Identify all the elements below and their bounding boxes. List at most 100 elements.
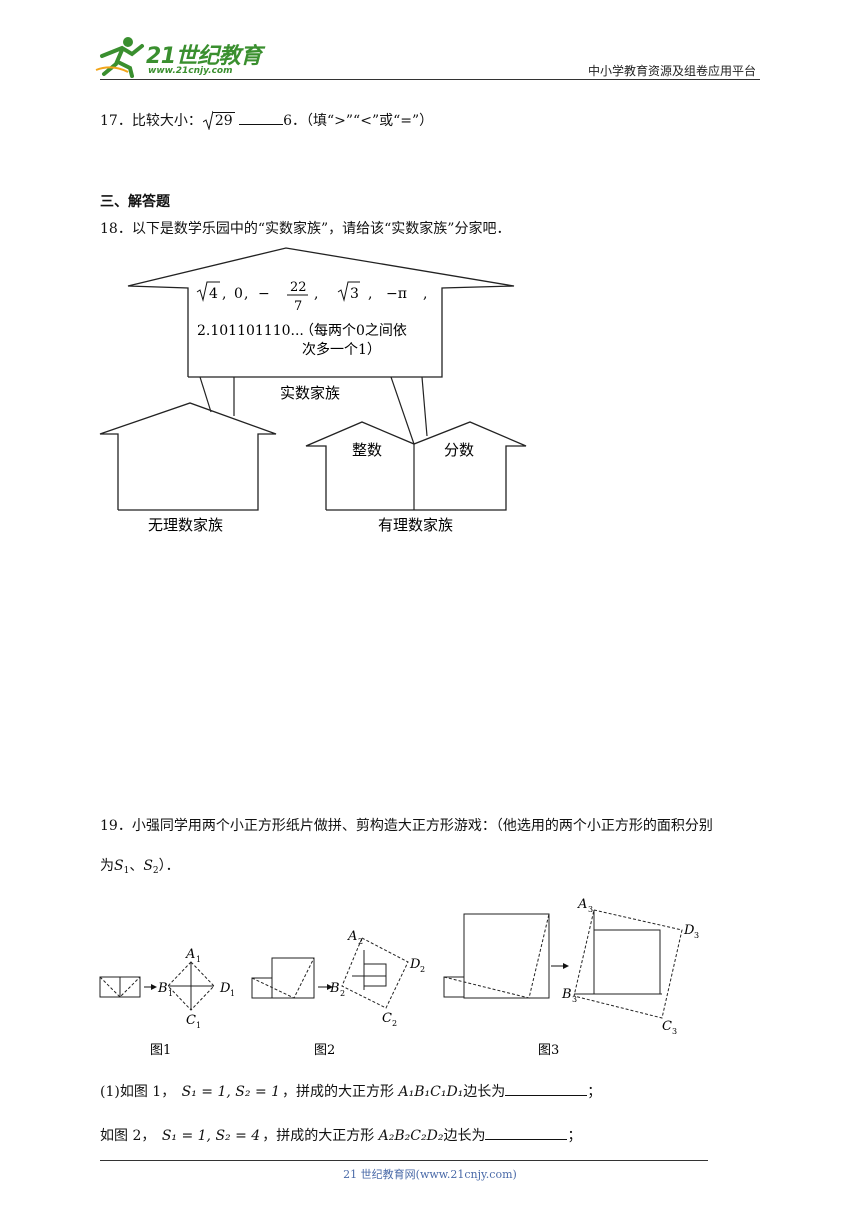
s2-symbol: S — [143, 858, 153, 874]
fig3-large-square — [463, 913, 550, 999]
fig2-large-square — [271, 957, 315, 999]
part1-label: (1)如图 1， — [100, 1084, 176, 1100]
radical-sign-icon — [202, 110, 213, 130]
frac-denominator: 7 — [294, 299, 302, 314]
connector-right-2 — [421, 376, 428, 437]
fig2-inner-square — [363, 963, 387, 987]
q19-part1: (1)如图 1， S₁ = 1, S₂ = 1，拼成的大正方形 A₁B₁C₁D₁… — [100, 1083, 601, 1101]
part2-semicolon: ； — [567, 1128, 582, 1144]
frac-numerator: 22 — [290, 280, 307, 295]
fig3-label-D-sub: 3 — [694, 931, 699, 940]
fig3-label-C-sub: 3 — [672, 1027, 677, 1036]
part2-square-name: A₂B₂C₂D₂ — [378, 1128, 444, 1144]
numbers-line2: 2.101101110... — [197, 323, 304, 339]
part2-answer-blank[interactable] — [485, 1127, 568, 1140]
sqrt-29: 29 — [202, 110, 235, 130]
part1-semicolon: ； — [587, 1084, 602, 1100]
fig1-caption: 图1 — [150, 1043, 171, 1058]
fig1-label-C: C — [186, 1013, 196, 1028]
footer-rule — [100, 1160, 708, 1161]
question-18: 18．以下是数学乐园中的“实数家族”，请给该“实数家族”分家吧． — [100, 220, 510, 238]
fig2-label-A: A — [347, 929, 357, 944]
part1-text: ，拼成的大正方形 — [282, 1084, 395, 1100]
diagram-numbers-line1: 4 , 0 , − 22 7 , 3 , −π , — [196, 280, 427, 314]
part2-text: ，拼成的大正方形 — [262, 1128, 375, 1144]
question-19-line2: 为S1、S2）． — [100, 857, 180, 880]
neg-sign: − — [258, 286, 270, 302]
fig1-label-A-sub: 1 — [196, 955, 201, 964]
comma-2: , — [244, 286, 248, 302]
logo-url: www.21cnjy.com — [148, 66, 233, 76]
rational-label: 有理数家族 — [378, 516, 453, 534]
comma-1: , — [222, 286, 226, 302]
fig3-big-square — [573, 909, 683, 1019]
sqrt3-radicand: 3 — [350, 286, 359, 302]
fig3-small-square — [443, 976, 465, 998]
neg-pi: −π — [386, 286, 407, 302]
fig3-label-B: B — [561, 987, 572, 1002]
sqrt3-radical-icon — [337, 281, 360, 302]
fig2-cut-lines — [251, 957, 315, 999]
fig1-square-left — [99, 976, 121, 998]
q19-sep: 、 — [129, 858, 144, 874]
fig2-caption: 图2 — [314, 1043, 335, 1058]
part1-answer-blank[interactable] — [505, 1083, 588, 1096]
question-19-line1: 19．小强同学用两个小正方形纸片做拼、剪构造大正方形游戏：（他选用的两个小正方形… — [100, 817, 713, 835]
part1-condition: S₁ = 1, S₂ = 1 — [181, 1084, 281, 1100]
irrational-label: 无理数家族 — [148, 516, 223, 534]
sqrt4-radical-icon — [196, 281, 220, 302]
fig1-cut-lines — [99, 976, 141, 998]
fig1-label-B: B — [157, 981, 168, 996]
q18-text: 以下是数学乐园中的“实数家族”，请给该“实数家族”分家吧． — [131, 221, 511, 237]
fig3-label-D: D — [683, 923, 695, 938]
part1-square-name: A₁B₁C₁D₁ — [398, 1084, 464, 1100]
comma-5: , — [423, 286, 427, 302]
fig3-label-B-sub: 3 — [572, 995, 577, 1004]
fig3-label-A-sub: 3 — [588, 905, 593, 914]
integer-label: 整数 — [352, 441, 382, 459]
family-label: 实数家族 — [280, 384, 340, 402]
comma-4: , — [368, 286, 372, 302]
figure-2: A 2 B 2 C 2 D 2 图2 — [251, 929, 425, 1058]
fig2-label-A-sub: 2 — [358, 937, 363, 946]
fig1-label-D-sub: 1 — [230, 989, 235, 998]
section-3-title: 三、解答题 — [100, 194, 170, 210]
top-house-outline — [127, 247, 515, 378]
s1-subscript: 1 — [123, 866, 130, 876]
q19-part2: 如图 2， S₁ = 1, S₂ = 4，拼成的大正方形 A₂B₂C₂D₂边长为… — [100, 1127, 581, 1145]
fig1-label-B-sub: 1 — [168, 989, 173, 998]
figure-3: A 3 B 3 C 3 D 3 图3 — [443, 897, 699, 1058]
fig3-caption: 图3 — [538, 1043, 559, 1058]
fig2-label-D-sub: 2 — [420, 965, 425, 974]
platform-name: 中小学教育资源及组卷应用平台 — [587, 64, 756, 78]
square-puzzle-figures: A 1 B 1 C 1 D 1 图1 A 2 B 2 C 2 D 2 图2 — [99, 897, 699, 1058]
fig2-big-square — [341, 937, 409, 1009]
part2-condition: S₁ = 1, S₂ = 4 — [161, 1128, 261, 1144]
part2-label: 如图 2， — [100, 1128, 156, 1144]
header-rule — [100, 79, 760, 80]
irrational-house-outline — [99, 402, 277, 511]
part1-end: 边长为 — [463, 1084, 506, 1100]
comma-3: , — [314, 286, 318, 302]
q17-number: 17． — [100, 113, 132, 129]
fig3-inner-square — [593, 929, 661, 995]
q19-text-line1: 小强同学用两个小正方形纸片做拼、剪构造大正方形游戏：（他选用的两个小正方形的面积… — [131, 818, 713, 834]
header-logo: 21世纪教育 www.21cnjy.com — [92, 34, 262, 80]
sqrt-29-radicand: 29 — [212, 112, 235, 129]
q17-answer-blank[interactable] — [239, 112, 284, 125]
s1-symbol: S — [114, 858, 124, 874]
s2-subscript: 2 — [152, 866, 159, 876]
fig3-label-A: A — [577, 897, 587, 912]
fraction-label: 分数 — [444, 441, 474, 459]
q19-text-line2-post: ）． — [158, 858, 180, 874]
fig3-label-C: C — [662, 1019, 672, 1034]
runner-logo-icon — [95, 37, 144, 78]
note-line2: 次多一个1） — [302, 341, 381, 358]
fig1-label-D: D — [219, 981, 231, 996]
fig2-small-square — [251, 977, 273, 999]
fig1-label-A: A — [185, 947, 195, 962]
q17-text-b: 6．（填“>”“<”或“=”） — [283, 113, 434, 129]
question-17: 17．比较大小：29 6．（填“>”“<”或“=”） — [100, 110, 760, 130]
logo-text: 21世纪教育 — [146, 44, 262, 69]
part2-end: 边长为 — [443, 1128, 486, 1144]
